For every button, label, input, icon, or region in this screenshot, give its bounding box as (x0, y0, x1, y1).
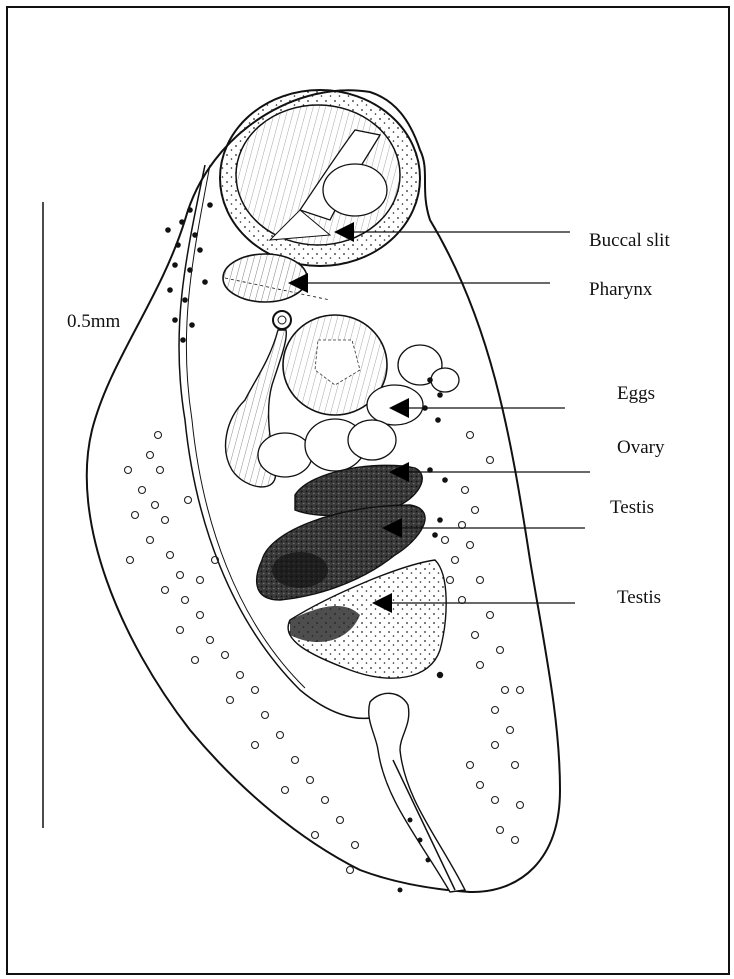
label-testis-anterior: Testis (610, 497, 655, 518)
label-eggs: Eggs (617, 383, 655, 404)
label-buccal-slit: Buccal slit (589, 230, 670, 251)
label-pharynx: Pharynx (589, 279, 653, 300)
testis-anterior-arrowhead (382, 518, 402, 538)
label-testis-posterior: Testis (617, 587, 662, 608)
label-ovary: Ovary (617, 437, 665, 458)
testis-posterior-arrowhead (372, 593, 392, 613)
ovary-arrowhead (389, 462, 409, 482)
body-outline (85, 89, 562, 894)
eggs-arrowhead (389, 398, 409, 418)
pharynx-arrowhead (288, 273, 308, 293)
scale-bar-label: 0.5mm (67, 311, 121, 332)
buccal-slit-arrowhead (334, 222, 354, 242)
